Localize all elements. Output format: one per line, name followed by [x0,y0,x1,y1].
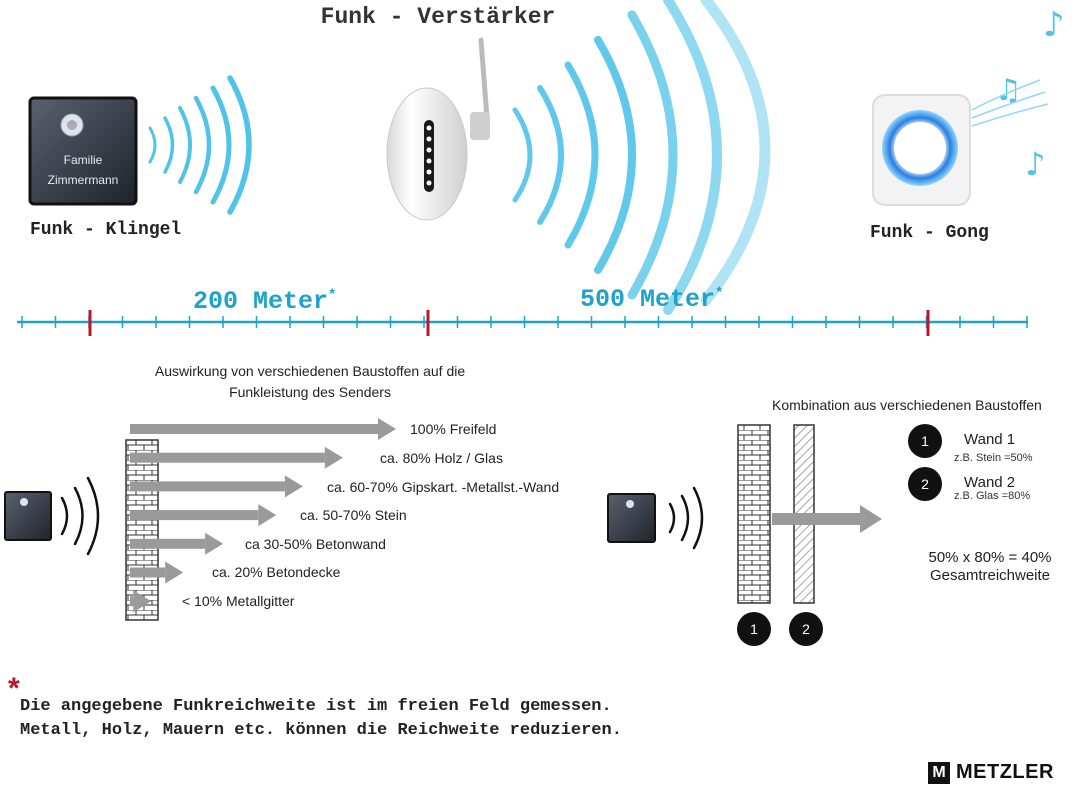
brand-name: METZLER [956,761,1054,783]
small-signal-waves [60,476,100,556]
footnote-line-1: Die angegebene Funkreichweite ist im fre… [20,697,612,716]
small-doorbell-plate-icon [4,491,52,541]
doorbell-plate-text: Familie Zimmermann [30,150,136,190]
materials-caption-line-1: Auswirkung von verschiedenen Baustoffen … [154,363,466,379]
material-arrow [130,561,184,584]
combination-result-line-2: Gesamtreichweite [929,567,1051,584]
brand-logo: M METZLER [928,761,1054,784]
combination-result: 50% x 80% = 40% Gesamtreichweite [905,549,1075,585]
legend-1-marker: 1 [908,424,942,458]
music-notes-icon: ♪ ♫ ♪ [971,5,1065,183]
legend-2-name: Wand 2 [964,474,1016,491]
svg-text:♫: ♫ [995,73,1022,108]
combo-result-arrow [772,505,882,533]
wall-2-marker: 2 [789,612,823,646]
page-title: Funk - Verstärker [320,4,556,30]
distance-label-2: 500 Meter* [580,285,723,314]
material-arrow [130,532,224,555]
combination-diagram [607,424,882,604]
doorbell-plate-icon [28,96,138,206]
combination-title: Kombination aus verschiedenen Baustoffen [772,397,1042,413]
bell-signal-waves [148,75,252,215]
distance-value-2: 500 Meter [580,285,716,314]
distance-label-1: 200 Meter* [193,287,336,316]
distance-value-1: 200 Meter [193,287,329,316]
plate-line-2: Zimmermann [47,173,119,187]
wall-1-marker: 1 [737,612,771,646]
svg-text:♪: ♪ [1025,145,1045,183]
material-arrow [130,504,277,527]
brick-wall [125,439,159,621]
material-label-6: ca. 20% Betondecke [212,564,341,580]
svg-text:♪: ♪ [1043,5,1065,45]
material-label-4: ca. 50-70% Stein [300,507,407,523]
bell-label: Funk - Klingel [30,220,182,240]
combo-signal-waves [668,486,704,550]
legend-1-name: Wand 1 [964,431,1016,448]
footnote-line-2: Metall, Holz, Mauern etc. können die Rei… [20,721,622,740]
range-illustration: ♪ ♫ ♪ [17,0,1065,336]
repeater-signal-waves [512,0,771,315]
repeater-icon [386,37,490,221]
material-arrow [130,446,343,469]
material-label-5: ca 30-50% Betonwand [245,536,386,552]
material-label-3: ca. 60-70% Gipskart. -Metallst.-Wand [327,479,560,495]
distance-scale [17,310,1028,336]
material-label-7: < 10% Metallgitter [182,593,295,609]
combo-wall-1 [737,424,771,604]
materials-diagram [4,418,396,621]
gong-label: Funk - Gong [870,223,989,243]
distance-mark-2: * [715,285,724,302]
combo-doorbell-plate-icon [607,493,656,543]
footnote: Die angegebene Funkreichweite ist im fre… [20,695,622,743]
combination-result-line-1: 50% x 80% = 40% [928,549,1052,566]
footnote-mark: * [8,672,20,705]
gong-icon [872,94,971,206]
brand-logo-icon: M [928,761,950,784]
material-label-2: ca. 80% Holz / Glas [380,450,503,466]
material-label-1: 100% Freifeld [410,421,497,437]
legend-1-detail: z.B. Stein =50% [954,452,1033,464]
legend-2-detail: z.B. Glas =80% [954,490,1031,502]
material-arrow [130,590,152,613]
plate-line-1: Familie [63,153,103,167]
distance-mark-1: * [328,287,337,304]
legend-2-marker: 2 [908,467,942,501]
material-arrow [130,475,303,498]
material-arrow [130,418,396,440]
materials-caption: Auswirkung von verschiedenen Baustoffen … [110,361,510,403]
materials-caption-line-2: Funkleistung des Senders [229,384,391,400]
